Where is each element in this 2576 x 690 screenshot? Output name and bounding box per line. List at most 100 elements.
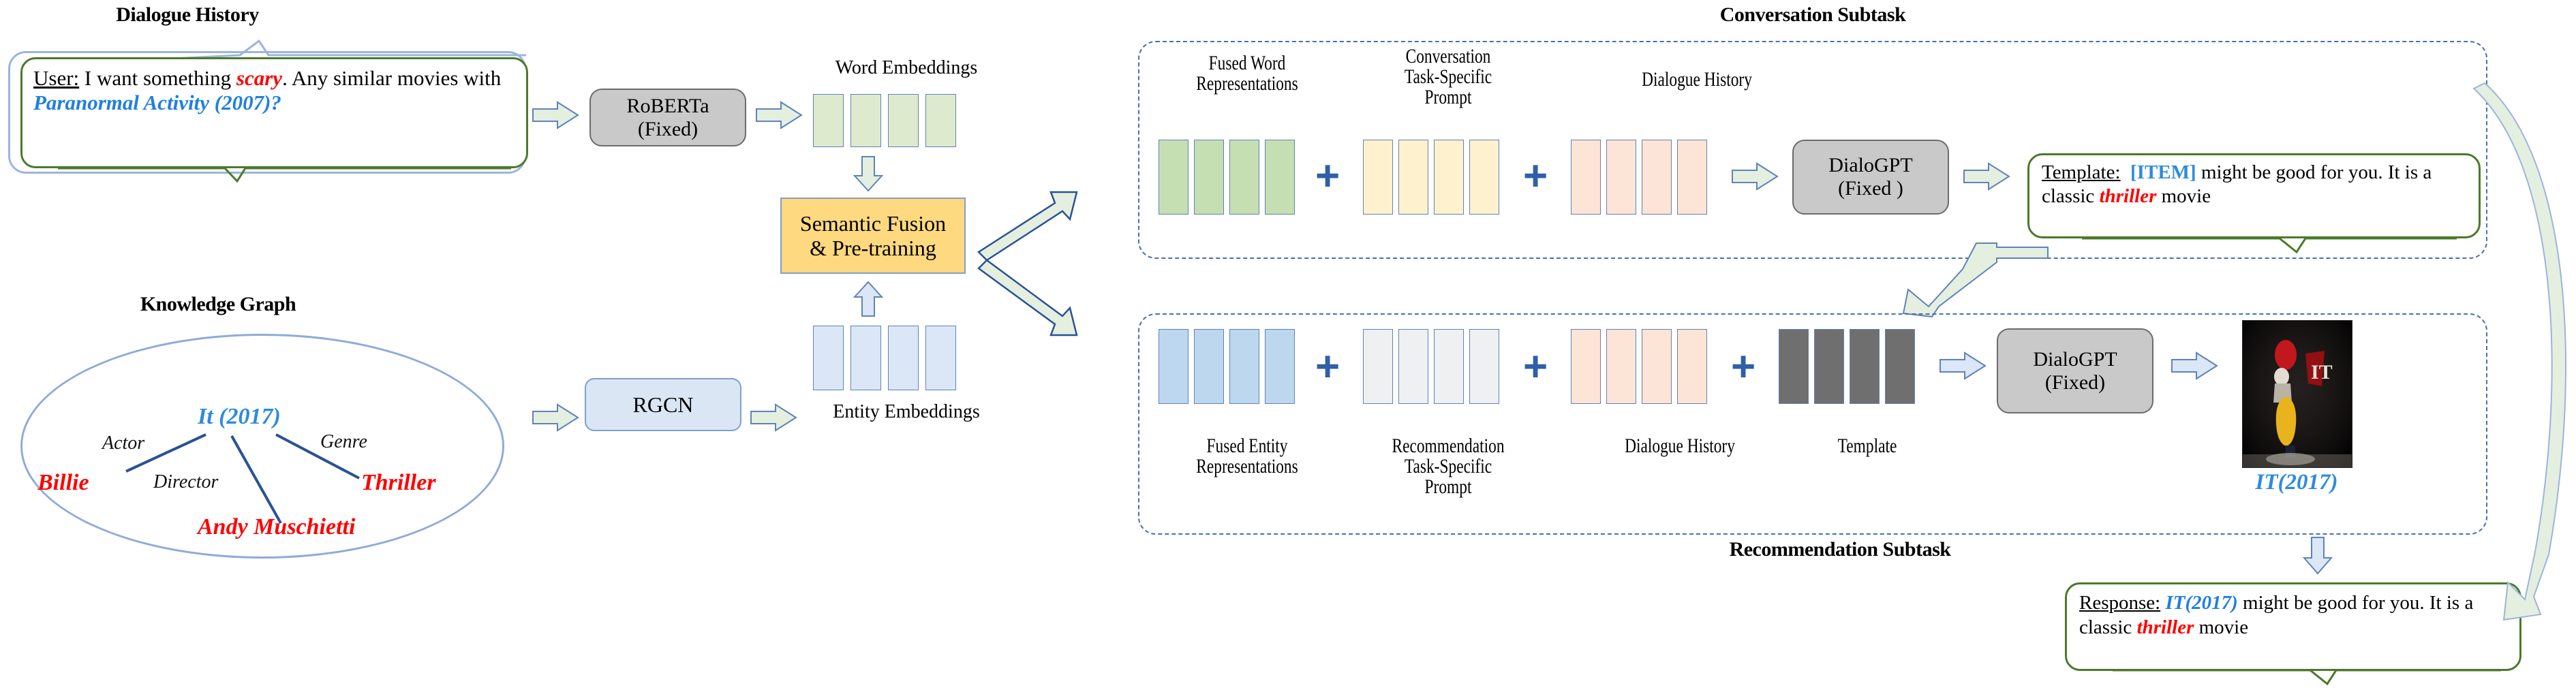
knowledge-graph-edges xyxy=(125,433,360,524)
knowledge-graph-title: Knowledge Graph xyxy=(140,293,296,315)
template-bubble-tail xyxy=(2082,237,2457,254)
arrow-kg-to-rgcn xyxy=(532,403,579,432)
rec-prompt-line3: Prompt xyxy=(1424,475,1472,498)
conv-history-bar xyxy=(1606,140,1636,215)
rgcn-label: RGCN xyxy=(632,392,694,417)
kg-edge-label-director: Director xyxy=(153,471,219,492)
fused-word-representation-bars xyxy=(1159,140,1295,215)
conv-dialogpt-line2: (Fixed ) xyxy=(1838,177,1903,200)
fused-word-bar xyxy=(1159,140,1189,215)
template-text: Template: [ITEM] might be good for you. … xyxy=(2042,161,2466,209)
word-embeddings-label: Word Embeddings xyxy=(835,57,978,78)
arrow-fusion-to-conversation xyxy=(977,191,1078,262)
rec-template-bar xyxy=(1885,329,1915,404)
kg-node-thriller: Thriller xyxy=(361,470,436,495)
conversation-fused-word-label: Fused Word Representations xyxy=(1156,53,1337,94)
conv-dialogpt-line1: DialoGPT xyxy=(1828,154,1913,177)
kg-node-it-2017: It (2017) xyxy=(198,404,281,429)
entity-embeddings-bars xyxy=(813,326,956,390)
arrow-recommendation-to-response xyxy=(2302,537,2333,575)
rec-prompt-bar xyxy=(1434,329,1464,404)
conv-prompt-bar xyxy=(1469,140,1499,215)
scary-keyword: scary xyxy=(236,66,283,90)
fused-entity-label-line1: Fused Entity xyxy=(1206,435,1288,457)
arrow-dialogpt-to-template xyxy=(1963,162,2010,191)
template-text-part2: movie xyxy=(2156,185,2211,208)
word-embeddings-bars xyxy=(813,94,956,147)
arrow-template-to-response-curve xyxy=(2472,82,2566,621)
user-text-part1: I want something xyxy=(79,66,236,90)
rec-template-bar xyxy=(1814,329,1844,404)
arrow-rgcn-to-entity-embeddings xyxy=(750,403,797,432)
recommendation-subtask-title: Recommendation Subtask xyxy=(1729,538,1951,561)
user-message-bubble: User: I want something scary. Any simila… xyxy=(20,57,528,168)
fused-entity-bar xyxy=(1194,329,1224,404)
fused-word-label-line1: Fused Word xyxy=(1208,52,1286,74)
recommendation-template-bars xyxy=(1779,329,1915,404)
recommendation-dialogpt-box[interactable]: DialoGPT (Fixed) xyxy=(1997,328,2153,413)
fused-word-bar xyxy=(1194,140,1224,215)
recommendation-prompt-bars xyxy=(1363,329,1499,404)
recommendation-history-bars xyxy=(1571,329,1707,404)
rec-prompt-bar xyxy=(1363,329,1393,404)
template-prefix: Template: xyxy=(2042,161,2121,183)
conv-prompt-bar xyxy=(1398,140,1428,215)
word-embedding-bar xyxy=(850,94,881,147)
roberta-label-line2: (Fixed) xyxy=(637,117,699,140)
conv-history-bar xyxy=(1677,140,1707,215)
fused-word-bar xyxy=(1229,140,1259,215)
semantic-fusion-line1: Semantic Fusion xyxy=(799,210,947,236)
entity-embedding-bar xyxy=(850,326,881,390)
recommended-item-caption: IT(2017) xyxy=(2255,470,2338,495)
recommendation-plus-sign-1: + xyxy=(1315,343,1340,390)
template-output-bubble: Template: [ITEM] might be good for you. … xyxy=(2027,153,2481,238)
conv-history-bar xyxy=(1571,140,1601,215)
user-message-text: User: I want something scary. Any simila… xyxy=(33,66,515,116)
word-embedding-bar xyxy=(888,94,919,147)
response-genre-keyword: thriller xyxy=(2136,616,2194,639)
recommendation-plus-sign-2: + xyxy=(1523,343,1548,390)
recommendation-plus-sign-3: + xyxy=(1731,343,1756,390)
word-embedding-bar xyxy=(925,94,956,147)
conversation-history-label: Dialogue History xyxy=(1606,69,1787,90)
rec-template-bar xyxy=(1779,329,1809,404)
conversation-subtask-panel xyxy=(1138,41,2487,259)
rec-template-bar xyxy=(1850,329,1880,404)
recommendation-prompt-label: Recommendation Task-Specific Prompt xyxy=(1358,436,1538,497)
conv-prompt-line3: Prompt xyxy=(1424,86,1472,108)
rec-history-text: Dialogue History xyxy=(1625,435,1735,457)
rec-prompt-bar xyxy=(1398,329,1428,404)
svg-text:IT: IT xyxy=(2311,361,2333,383)
response-bubble-tail xyxy=(2113,669,2501,686)
rec-dialogpt-line1: DialoGPT xyxy=(2033,347,2117,371)
recommendation-history-label: Dialogue History xyxy=(1589,436,1770,456)
rec-prompt-bar xyxy=(1469,329,1499,404)
arrow-template-feedback-to-recommendation xyxy=(1902,242,2049,318)
it-2017-movie-poster: IT xyxy=(2242,320,2352,468)
fused-word-label-line2: Representations xyxy=(1196,72,1298,95)
semantic-fusion-box[interactable]: Semantic Fusion & Pre-training xyxy=(780,198,966,274)
response-text: Response: IT(2017) might be good for you… xyxy=(2079,591,2507,640)
arrow-roberta-to-word-embeddings xyxy=(756,101,803,129)
rec-prompt-line2: Task-Specific xyxy=(1404,455,1492,477)
item-placeholder-token: [ITEM] xyxy=(2130,161,2196,183)
kg-edge-label-genre: Genre xyxy=(320,431,367,452)
rec-history-bar xyxy=(1571,329,1601,404)
entity-embedding-bar xyxy=(925,326,956,390)
conversation-prompt-bars xyxy=(1363,140,1499,215)
rec-dialogpt-line2: (Fixed) xyxy=(2044,371,2106,394)
rec-history-bar xyxy=(1677,329,1707,404)
response-prefix: Response: xyxy=(2079,592,2161,614)
recommendation-template-label: Template xyxy=(1798,436,1937,456)
kg-node-billie: Billie xyxy=(37,470,89,495)
rec-template-text: Template xyxy=(1837,435,1897,457)
arrow-entity-embeddings-up xyxy=(853,281,884,317)
rgcn-encoder-box[interactable]: RGCN xyxy=(585,378,741,431)
paranormal-activity-movie: Paranormal Activity (2007)? xyxy=(33,91,281,115)
conv-prompt-bar xyxy=(1363,140,1393,215)
conversation-dialogpt-box[interactable]: DialoGPT (Fixed ) xyxy=(1792,140,1949,215)
roberta-encoder-box[interactable]: RoBERTa (Fixed) xyxy=(589,89,746,146)
response-text-part2: movie xyxy=(2194,616,2249,639)
fused-entity-representation-bars xyxy=(1159,329,1295,404)
rec-prompt-line1: Recommendation xyxy=(1392,435,1505,457)
